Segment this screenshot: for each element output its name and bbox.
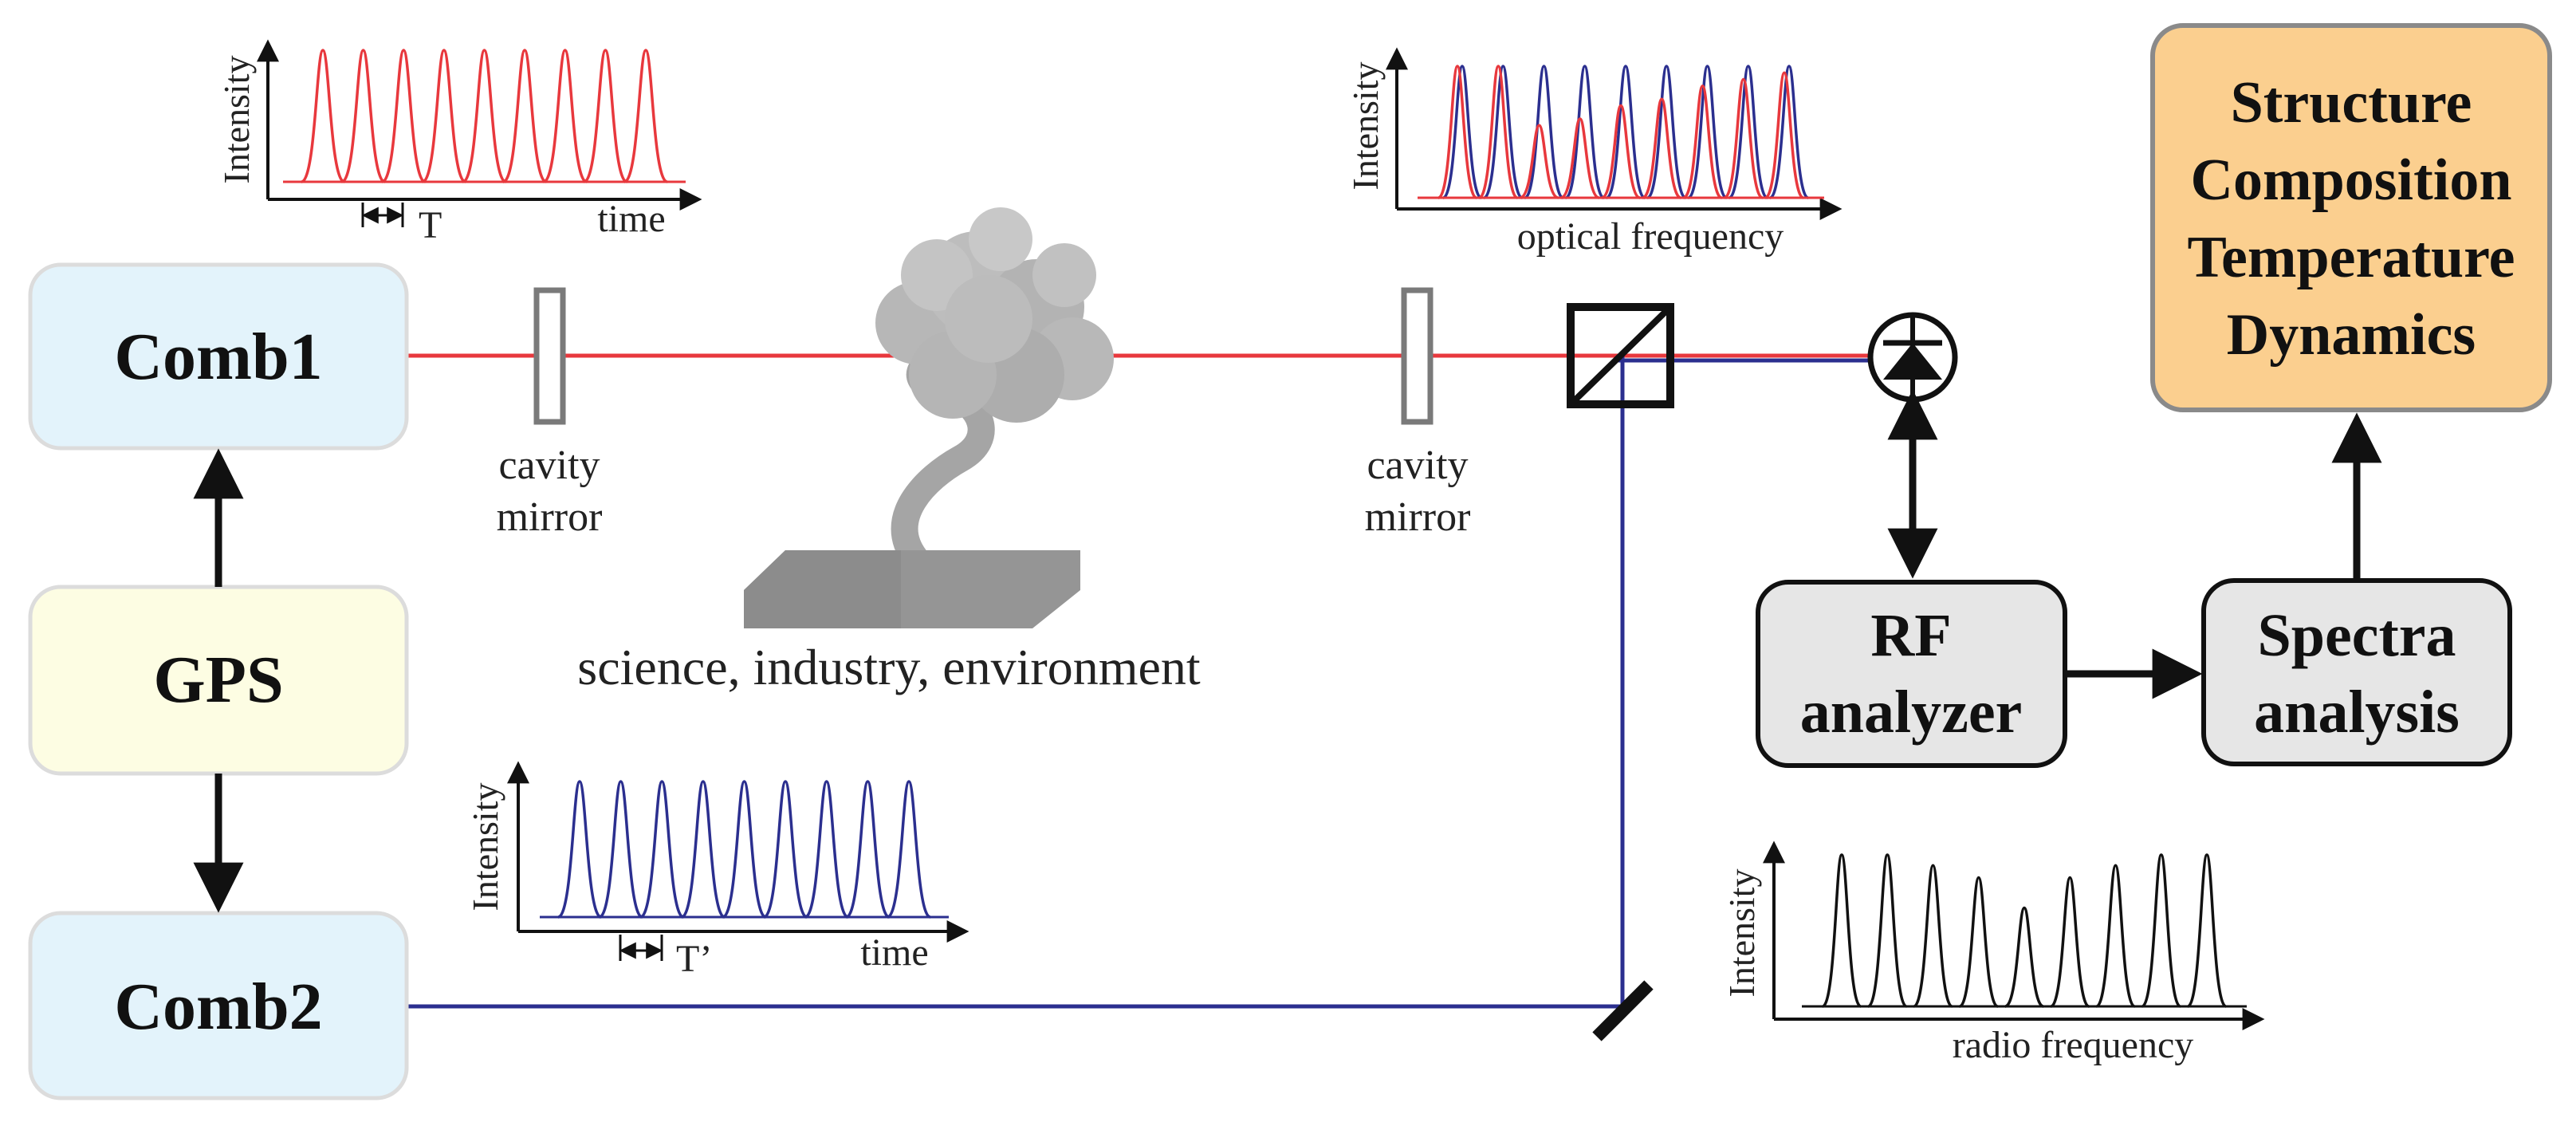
- plot-peak: [1728, 65, 1768, 199]
- plot-peak: [1642, 97, 1682, 199]
- plot-peak: [542, 49, 588, 183]
- rf-analyzer-label-1: RF: [1870, 602, 1951, 669]
- plot-peak: [557, 780, 602, 919]
- plot-peak: [722, 780, 767, 919]
- cavity-left-label-1: cavity: [498, 443, 600, 488]
- rf-analyzer-label-2: analyzer: [1800, 679, 2023, 746]
- plot-peak: [1559, 117, 1600, 199]
- comb1-box: [28, 262, 409, 451]
- spectra-analysis-label-1: Spectra: [2257, 602, 2456, 669]
- plot-peak: [381, 49, 427, 183]
- plot-peak: [1478, 65, 1519, 199]
- radio-frequency-plot: Intensity radio frequency: [1721, 841, 2265, 1066]
- plot-peak: [462, 49, 507, 183]
- comb2-plot-ylabel: Intensity: [465, 783, 505, 911]
- plot-peak: [1519, 124, 1559, 199]
- beam-splitter: [1567, 303, 1674, 408]
- comb1-plot-ylabel: Intensity: [216, 56, 257, 184]
- gps-label: GPS: [153, 643, 283, 717]
- plot-peak: [1437, 65, 1478, 199]
- plot-peak: [680, 780, 726, 919]
- plot-peak: [1646, 65, 1687, 199]
- plot-peak: [2141, 853, 2182, 1008]
- results-line-4: Dynamics: [2227, 302, 2476, 368]
- plot-peak: [1821, 853, 1862, 1008]
- fold-mirror: [1592, 980, 1654, 1041]
- plot-peak: [1687, 65, 1728, 199]
- comb1-label: Comb1: [114, 320, 322, 394]
- comb2-label: Comb2: [114, 970, 322, 1044]
- optical-plot-xlabel: optical frequency: [1517, 215, 1784, 258]
- cavity-mirror-left: [533, 287, 566, 425]
- radio-comb-lines: [1802, 853, 2247, 1008]
- comb1-pulse-train: [283, 49, 686, 183]
- plot-peak: [804, 780, 849, 919]
- comb2-box: [28, 911, 409, 1100]
- plot-peak: [2004, 906, 2044, 1008]
- radio-plot-xlabel: radio frequency: [1953, 1024, 2194, 1066]
- results-line-1: Structure: [2231, 70, 2472, 136]
- optical-plot-ylabel: Intensity: [1345, 62, 1386, 191]
- plot-peak: [1441, 65, 1483, 199]
- plot-peak: [421, 49, 466, 183]
- plot-peak: [1913, 864, 1953, 1008]
- cavity-right-label-1: cavity: [1367, 443, 1468, 488]
- plot-peak: [598, 780, 643, 919]
- spectra-analysis-label-2: analysis: [2254, 679, 2460, 746]
- plot-peak: [623, 49, 668, 183]
- plot-peak: [1524, 65, 1564, 199]
- cavity-left-label-2: mirror: [497, 494, 603, 540]
- results-box: [2150, 23, 2552, 412]
- plot-peak: [1723, 77, 1764, 199]
- plot-peak: [887, 780, 931, 919]
- results-line-2: Composition: [2191, 148, 2512, 213]
- comb1-plot-xlabel: time: [597, 198, 665, 240]
- comb2-time-plot: Intensity time T’: [465, 761, 969, 980]
- cavity-mirror-right: [1401, 287, 1434, 425]
- sample-smoke-icon: [875, 207, 1114, 572]
- comb1-time-plot: Intensity time T: [216, 39, 702, 246]
- cavity-right-label-2: mirror: [1365, 494, 1471, 540]
- plot-peak: [1564, 65, 1605, 199]
- plot-peak: [301, 49, 345, 183]
- photodetector-icon: [1867, 312, 1958, 403]
- plot-peak: [1483, 65, 1524, 199]
- comb1-period-label: T: [419, 204, 442, 246]
- plot-peak: [2050, 876, 2090, 1008]
- optical-frequency-plot: Intensity optical frequency: [1345, 47, 1843, 258]
- comb2-plot-xlabel: time: [860, 931, 928, 974]
- plot-peak: [639, 780, 685, 919]
- plot-peak: [1958, 876, 1999, 1008]
- plot-peak: [1682, 84, 1723, 199]
- plot-peak: [583, 49, 628, 183]
- sample-label: science, industry, environment: [577, 639, 1201, 695]
- plot-peak: [845, 780, 891, 919]
- plot-peak: [340, 49, 386, 183]
- optical-comb-lines: [1418, 65, 1824, 199]
- plot-peak: [2186, 853, 2228, 1008]
- plot-peak: [2095, 864, 2136, 1008]
- plot-peak: [763, 780, 808, 919]
- comb2-pulse-train: [540, 780, 949, 919]
- plot-peak: [1866, 853, 1908, 1008]
- plot-peak: [1764, 71, 1804, 199]
- comb2-period-label: T’: [676, 938, 712, 980]
- radio-plot-ylabel: Intensity: [1721, 869, 1762, 998]
- plot-peak: [1605, 65, 1646, 199]
- plot-peak: [502, 49, 548, 183]
- plot-peak: [1768, 65, 1810, 199]
- plot-peak: [1601, 104, 1641, 199]
- results-line-3: Temperature: [2187, 225, 2515, 290]
